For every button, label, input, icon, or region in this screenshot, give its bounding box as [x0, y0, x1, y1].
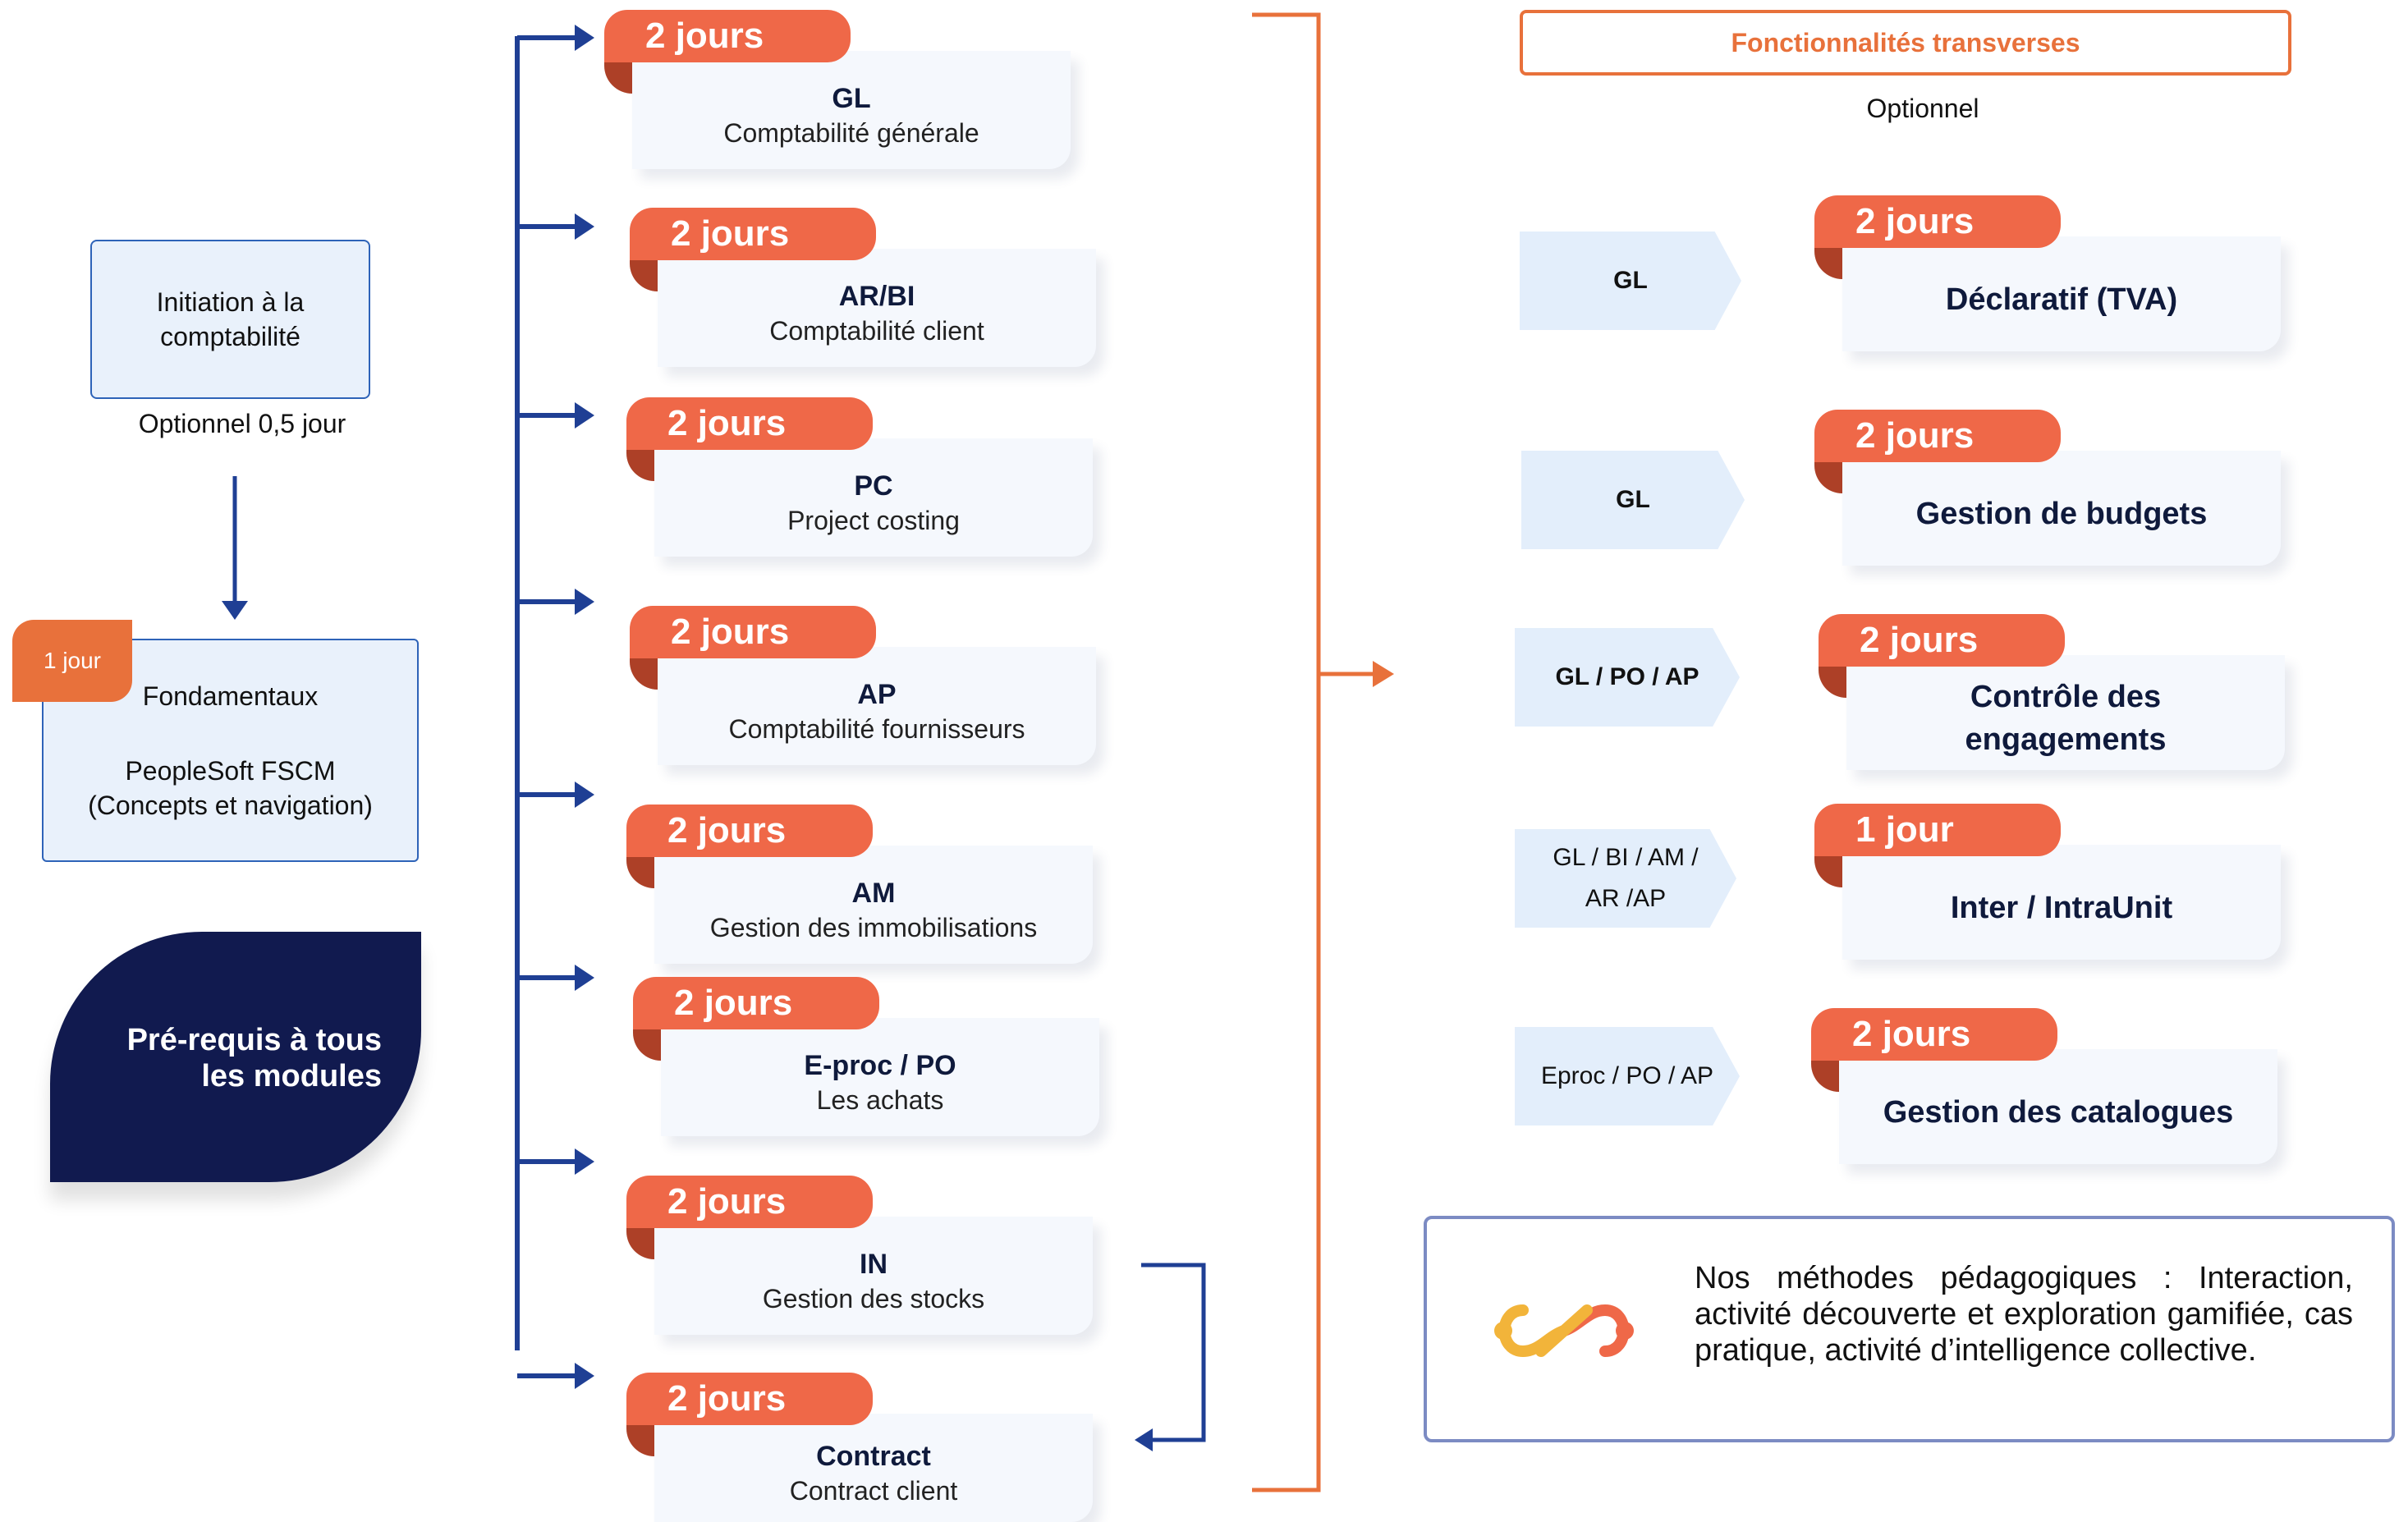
module-name: Gestion des immobilisations [709, 913, 1038, 942]
prereq-chevron: Eproc / PO / AP [1515, 1027, 1740, 1125]
prereq-label-line2: AR /AP [1585, 885, 1667, 912]
transverse-card-interunit: Inter / IntraUnit 1 jour [1814, 804, 2281, 960]
transverse-duration: 2 jours [1814, 410, 2061, 462]
prerequisite-line1: Pré-requis à tous [126, 1023, 382, 1057]
prerequisite-line2: les modules [201, 1059, 382, 1093]
fondamentaux-subtitle-line2: (Concepts et navigation) [88, 791, 373, 820]
module-name: Comptabilité générale [723, 118, 979, 148]
module-code: PC [854, 470, 893, 502]
module-duration: 2 jours [633, 977, 879, 1029]
transverse-card-declaratif: Déclaratif (TVA) 2 jours [1814, 195, 2281, 351]
prereq-label-line1: GL / BI / AM / [1553, 844, 1699, 871]
prereq-chevron: GL / PO / AP [1515, 628, 1740, 727]
module-duration: 2 jours [626, 1373, 873, 1425]
transverse-name: Gestion des catalogues [1883, 1095, 2234, 1130]
transverse-card-catalogues: Gestion des catalogues 2 jours [1811, 1008, 2277, 1164]
fondamentaux-subtitle-line1: PeopleSoft FSCM [125, 756, 336, 786]
prereq-chevron: GL [1521, 451, 1745, 549]
prereq-label: GL / PO / AP [1555, 663, 1699, 690]
transverse-duration: 1 jour [1814, 804, 2061, 856]
prereq-label: GL [1613, 267, 1648, 294]
initiation-note: Optionnel 0,5 jour [138, 409, 346, 438]
transverse-name: Inter / IntraUnit [1950, 891, 2173, 925]
fondamentaux-duration: 1 jour [43, 648, 102, 673]
module-name: Gestion des stocks [762, 1284, 985, 1313]
module-duration: 2 jours [626, 805, 873, 857]
module-code: AM [851, 878, 896, 909]
transverse-duration: 2 jours [1814, 195, 2061, 248]
transverse-name-line1: Contrôle des [1970, 680, 2162, 714]
module-card-in: IN Gestion des stocks 2 jours [626, 1176, 1093, 1335]
module-name: Contract client [789, 1476, 958, 1506]
module-name: Comptabilité client [769, 316, 984, 346]
fondamentaux-title: Fondamentaux [142, 681, 319, 711]
module-name: Project costing [787, 506, 960, 535]
module-card-contract: Contract Contract client 2 jours [626, 1373, 1093, 1522]
initiation-box: Initiation à la comptabilité [90, 240, 370, 399]
transverse-title-box: Fonctionnalités transverses [1520, 10, 2291, 76]
module-name: Comptabilité fournisseurs [728, 714, 1025, 744]
infinity-link-icon [1494, 1304, 1634, 1358]
module-card-ap: AP Comptabilité fournisseurs 2 jours [630, 606, 1096, 765]
module-code: E-proc / PO [804, 1050, 956, 1081]
methods-box [1424, 1216, 2395, 1442]
fondamentaux-subtitle: PeopleSoft FSCM (Concepts et navigation) [42, 754, 419, 823]
transverse-duration: 2 jours [1819, 614, 2065, 667]
module-duration: 2 jours [604, 10, 851, 62]
methods-text: Nos méthodes pédagogiques : Interaction,… [1695, 1261, 2353, 1368]
module-name: Les achats [816, 1085, 944, 1115]
prereq-chevron: GL [1520, 232, 1741, 330]
module-code: IN [860, 1249, 888, 1280]
transverse-name-line2: engagements [1965, 722, 2167, 757]
module-duration: 2 jours [630, 606, 876, 658]
module-duration: 2 jours [626, 1176, 873, 1228]
fondamentaux-duration-tab: 1 jour [12, 620, 132, 702]
prerequisite-banner-text: Pré-requis à tous les modules [82, 1022, 382, 1094]
module-code: AP [857, 679, 897, 710]
module-card-am: AM Gestion des immobilisations 2 jours [626, 805, 1093, 964]
prerequisite-banner [50, 932, 421, 1182]
transverse-note: Optionnel [1866, 94, 1979, 123]
prereq-label: Eproc / PO / AP [1540, 1062, 1714, 1089]
prereq-chevron: GL / BI / AM / AR /AP [1515, 829, 1736, 928]
module-code: GL [832, 83, 871, 114]
prereq-label: GL [1616, 486, 1650, 513]
module-card-pc: PC Project costing 2 jours [626, 397, 1093, 557]
module-code: Contract [816, 1441, 931, 1472]
transverse-card-engagements: Contrôle des engagements 2 jours [1819, 614, 2285, 770]
transverse-name: Gestion de budgets [1915, 497, 2208, 531]
module-card-eproc-po: E-proc / PO Les achats 2 jours [633, 977, 1099, 1136]
module-code: AR/BI [838, 281, 915, 312]
module-duration: 2 jours [626, 397, 873, 450]
module-card-ar-bi: AR/BI Comptabilité client 2 jours [630, 208, 1096, 367]
transverse-name: Déclaratif (TVA) [1945, 282, 2178, 317]
transverse-card-budgets: Gestion de budgets 2 jours [1814, 410, 2281, 566]
module-card-gl: GL Comptabilité générale 2 jours [604, 10, 1071, 169]
transverse-title: Fonctionnalités transverses [1731, 27, 2080, 57]
initiation-label: Initiation à la comptabilité [156, 287, 305, 351]
module-duration: 2 jours [630, 208, 876, 260]
transverse-duration: 2 jours [1811, 1008, 2057, 1061]
